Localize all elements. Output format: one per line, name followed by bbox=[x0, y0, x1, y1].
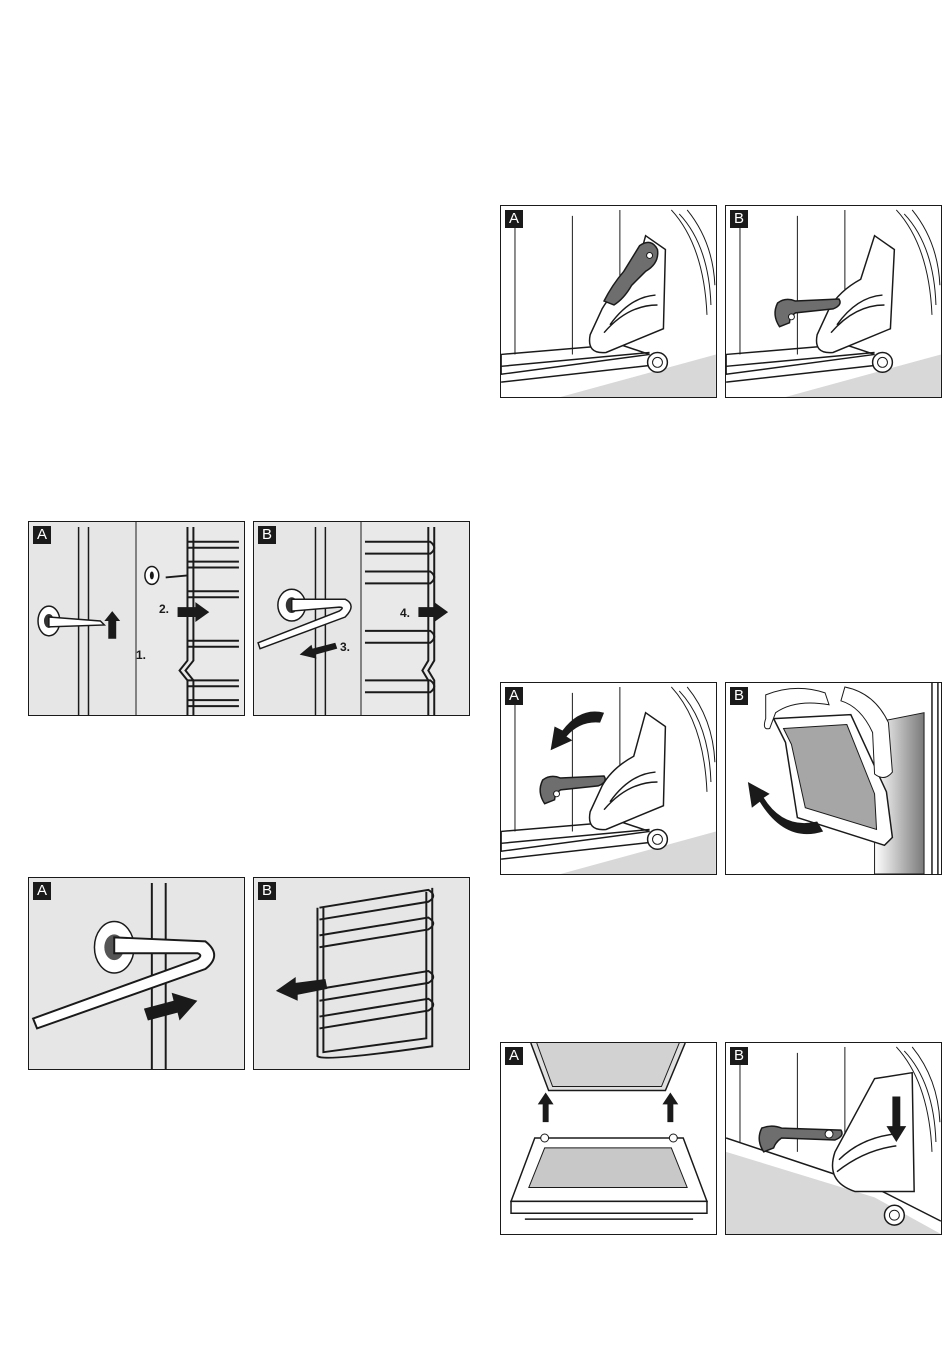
panel-label: B bbox=[258, 526, 276, 544]
figure-door-removal-panel-b: B bbox=[725, 682, 942, 875]
figure-shelf-removal-panel-b: B 3. 4. bbox=[253, 521, 470, 716]
figure-door-fitting-panel-a: A bbox=[500, 1042, 717, 1235]
shelf-pull-illustration bbox=[254, 522, 469, 715]
panel-label: B bbox=[730, 687, 748, 705]
shelf-unhook-illustration bbox=[29, 522, 244, 715]
figure-shelf-fitting-panel-a: A bbox=[28, 877, 245, 1070]
panel-label: A bbox=[33, 526, 51, 544]
step-label: 3. bbox=[340, 640, 350, 654]
panel-label: A bbox=[505, 1047, 523, 1065]
figure-hinge-lever-panel-a: A bbox=[500, 205, 717, 398]
figure-shelf-fitting-panel-b: B bbox=[253, 877, 470, 1070]
hinge-lever-open-illustration bbox=[726, 206, 941, 397]
step-label: 2. bbox=[159, 602, 169, 616]
figure-door-fitting-panel-b: B bbox=[725, 1042, 942, 1235]
panel-label: B bbox=[258, 882, 276, 900]
shelf-hook-in-illustration bbox=[29, 878, 244, 1069]
figure-hinge-lever-panel-b: B bbox=[725, 205, 942, 398]
panel-label: A bbox=[505, 210, 523, 228]
hinge-lever-lock-illustration bbox=[726, 1043, 941, 1234]
panel-label: A bbox=[33, 882, 51, 900]
shelf-push-in-illustration bbox=[254, 878, 469, 1069]
figure-door-removal-panel-a: A bbox=[500, 682, 717, 875]
figure-shelf-removal-panel-a: A 1. 2. bbox=[28, 521, 245, 716]
step-label: 4. bbox=[400, 606, 410, 620]
door-attach-illustration bbox=[501, 1043, 716, 1234]
panel-label: A bbox=[505, 687, 523, 705]
panel-label: B bbox=[730, 210, 748, 228]
panel-label: B bbox=[730, 1047, 748, 1065]
step-label: 1. bbox=[136, 648, 146, 662]
hinge-lever-fold-illustration bbox=[501, 683, 716, 874]
door-lift-off-illustration bbox=[726, 683, 941, 874]
hinge-lever-closed-illustration bbox=[501, 206, 716, 397]
